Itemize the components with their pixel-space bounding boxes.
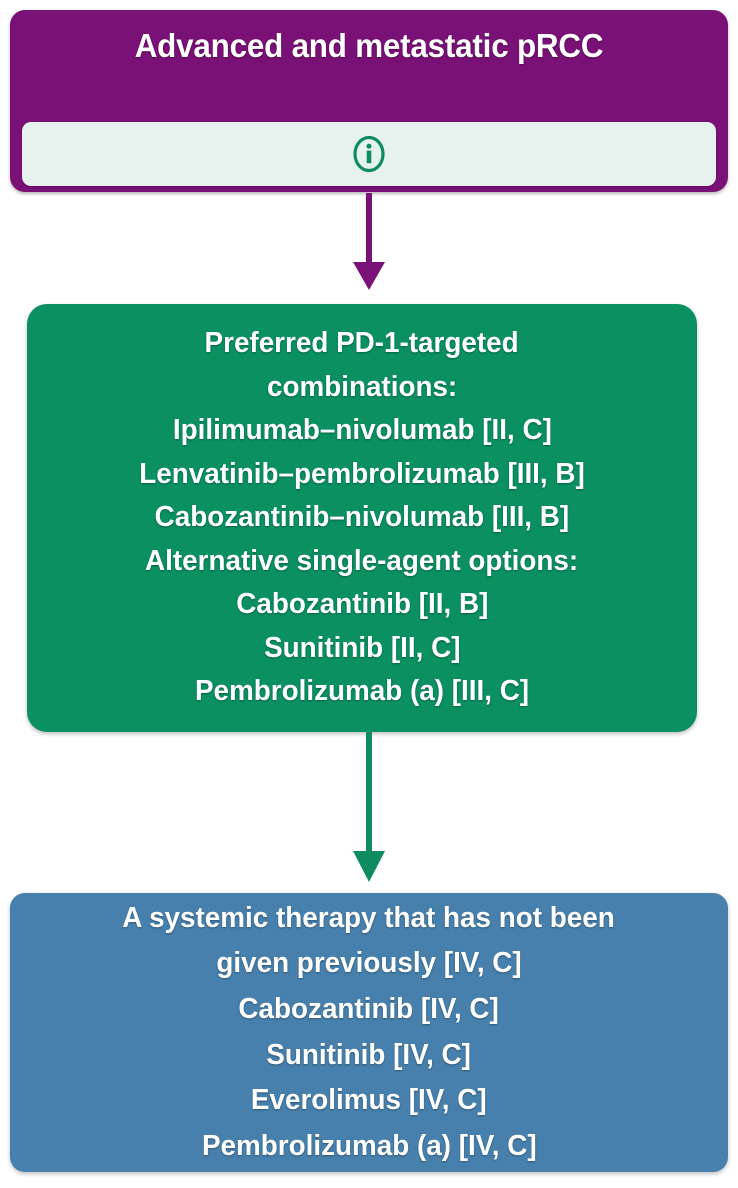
- node-first-line-treatment: Preferred PD-1-targeted combinations: Ip…: [27, 304, 697, 732]
- node-line: Lenvatinib–pembrolizumab [III, B]: [139, 457, 585, 490]
- node-line: Everolimus [IV, C]: [251, 1084, 487, 1117]
- node-line: Sunitinib [IV, C]: [266, 1038, 472, 1071]
- node-line: Preferred PD-1-targeted: [204, 327, 520, 360]
- node-line: Cabozantinib–nivolumab [III, B]: [154, 501, 570, 534]
- info-circle-icon[interactable]: [349, 134, 389, 174]
- node-line: Ipilimumab–nivolumab [II, C]: [172, 414, 552, 447]
- node-line: Cabozantinib [IV, C]: [238, 992, 500, 1025]
- node-line: Pembrolizumab (a) [IV, C]: [201, 1129, 537, 1162]
- node-line: Alternative single-agent options:: [145, 544, 579, 577]
- node-line: Pembrolizumab (a) [III, C]: [194, 675, 530, 708]
- node-line: A systemic therapy that has not been: [122, 901, 616, 934]
- page-title: Advanced and metastatic pRCC: [134, 27, 604, 64]
- arrow-green-to-blue: [349, 732, 389, 884]
- arrow-header-to-green: [349, 193, 389, 291]
- node-line: Sunitinib [II, C]: [263, 631, 461, 664]
- node-line: given previously [IV, C]: [216, 947, 522, 980]
- node-line: combinations:: [266, 370, 458, 403]
- node-line: Cabozantinib [II, B]: [235, 588, 489, 621]
- info-bar[interactable]: [22, 122, 716, 186]
- node-subsequent-line-treatment: A systemic therapy that has not been giv…: [10, 893, 728, 1172]
- header-node-advanced-metastatic-prcc: Advanced and metastatic pRCC: [10, 10, 728, 192]
